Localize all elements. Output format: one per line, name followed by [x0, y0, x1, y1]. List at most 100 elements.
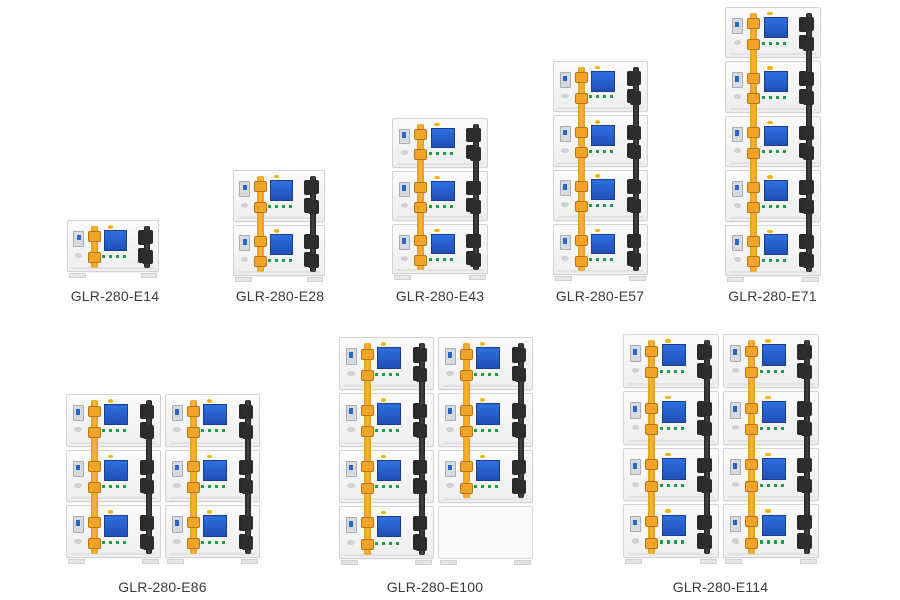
- negative-cable: [703, 340, 710, 554]
- positive-connector-icon: [644, 367, 658, 379]
- stack-foot: [415, 560, 433, 565]
- circuit-breaker-icon: [72, 516, 84, 533]
- status-leds: [375, 541, 404, 545]
- positive-cable: [256, 176, 264, 272]
- stack-foot: [241, 559, 259, 564]
- negative-cable: [517, 343, 524, 499]
- circuit-breaker-icon: [239, 235, 251, 252]
- positive-connector-icon: [746, 256, 760, 268]
- circuit-breaker-icon: [345, 348, 357, 365]
- positive-connector-icon: [644, 424, 658, 436]
- circuit-breaker-icon: [72, 405, 84, 422]
- negative-cable: [805, 13, 812, 272]
- lcd-screen: [763, 125, 789, 147]
- positive-connector-icon: [87, 405, 101, 417]
- stack-foot: [341, 560, 359, 565]
- positive-connector-icon: [744, 480, 758, 492]
- power-button-icon: [631, 424, 640, 431]
- indicator-light-icon: [434, 175, 440, 180]
- negative-connector-icon: [141, 230, 153, 245]
- battery-stack: [67, 220, 159, 278]
- circuit-breaker-icon: [345, 460, 357, 478]
- negative-connector-icon: [242, 480, 254, 495]
- stack-foot: [629, 276, 647, 281]
- circuit-breaker-icon: [345, 517, 357, 534]
- stack-foot: [625, 559, 643, 564]
- negative-cable: [310, 176, 317, 272]
- stack-foot: [727, 277, 745, 282]
- negative-cable: [803, 340, 810, 554]
- power-button-icon: [731, 424, 740, 431]
- battery-module: [723, 390, 819, 445]
- circuit-breaker-icon: [444, 460, 456, 478]
- power-button-icon: [74, 538, 82, 544]
- battery-stack: [623, 334, 819, 564]
- status-leds: [102, 255, 130, 258]
- negative-connector-icon: [701, 401, 713, 416]
- negative-connector-icon: [803, 234, 815, 249]
- negative-connector-icon: [630, 199, 642, 214]
- negative-connector-icon: [630, 179, 642, 194]
- indicator-light-icon: [765, 509, 771, 513]
- power-button-icon: [173, 538, 181, 544]
- positive-connector-icon: [459, 348, 473, 360]
- positive-connector-icon: [413, 129, 427, 140]
- circuit-breaker-icon: [559, 71, 571, 88]
- status-leds: [474, 429, 503, 433]
- positive-connector-icon: [744, 402, 758, 414]
- negative-connector-icon: [416, 536, 428, 551]
- circuit-breaker-icon: [171, 460, 183, 477]
- negative-cable: [472, 124, 479, 270]
- positive-connector-icon: [744, 459, 758, 471]
- circuit-breaker-icon: [731, 235, 743, 252]
- power-button-icon: [347, 483, 355, 489]
- lcd-screen: [476, 459, 501, 482]
- model-label: GLR-280-E57: [555, 288, 645, 304]
- negative-connector-icon: [470, 253, 482, 267]
- positive-cable: [90, 226, 98, 268]
- circuit-breaker-icon: [398, 181, 410, 197]
- status-leds: [268, 204, 296, 208]
- status-leds: [761, 150, 790, 154]
- indicator-light-icon: [479, 454, 486, 459]
- power-button-icon: [733, 257, 742, 263]
- negative-connector-icon: [803, 254, 815, 269]
- negative-connector-icon: [141, 250, 153, 265]
- status-leds: [102, 429, 131, 433]
- negative-connector-icon: [803, 126, 815, 141]
- negative-connector-icon: [470, 200, 482, 214]
- power-button-icon: [733, 202, 742, 208]
- status-leds: [761, 259, 790, 263]
- positive-connector-icon: [413, 149, 427, 160]
- status-leds: [761, 41, 790, 45]
- battery-module: [725, 224, 821, 276]
- status-leds: [428, 204, 457, 208]
- negative-connector-icon: [801, 535, 813, 550]
- negative-connector-icon: [242, 424, 254, 439]
- negative-cable: [145, 400, 152, 554]
- negative-connector-icon: [701, 344, 713, 359]
- model-label: GLR-280-E71: [728, 288, 817, 304]
- circuit-breaker-icon: [559, 180, 571, 197]
- positive-connector-icon: [87, 482, 101, 494]
- negative-connector-icon: [803, 200, 815, 214]
- positive-connector-icon: [644, 480, 658, 492]
- status-leds: [474, 372, 503, 376]
- negative-connector-icon: [515, 460, 527, 475]
- positive-connector-icon: [746, 18, 760, 30]
- battery-module: [392, 224, 488, 274]
- power-button-icon: [347, 370, 355, 376]
- lcd-screen: [270, 179, 294, 201]
- circuit-breaker-icon: [239, 180, 251, 197]
- negative-connector-icon: [701, 458, 713, 473]
- indicator-light-icon: [107, 225, 113, 229]
- stack-foot: [555, 276, 573, 281]
- battery-module: [723, 504, 819, 558]
- status-leds: [375, 429, 404, 433]
- circuit-breaker-icon: [559, 234, 571, 251]
- indicator-light-icon: [767, 11, 773, 16]
- battery-stack: [392, 118, 488, 280]
- lcd-screen: [763, 180, 789, 201]
- circuit-breaker-icon: [731, 181, 743, 197]
- indicator-light-icon: [380, 342, 387, 346]
